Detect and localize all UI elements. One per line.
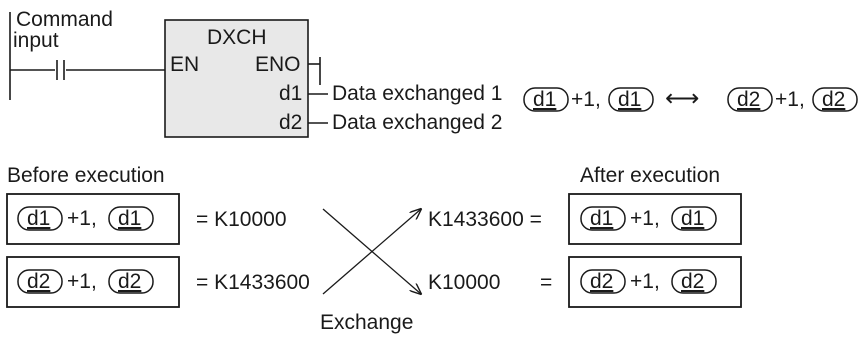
operand-pill-text: d1: [618, 88, 641, 111]
after-d2-value: K10000: [428, 271, 500, 294]
ladder-rung: Command input: [9, 8, 165, 100]
exchange-summary: d1 +1, d1 ⟷ d2 +1, d2: [523, 85, 858, 112]
operand-pill: [17, 206, 63, 231]
operand-pill-text: d1: [681, 207, 704, 230]
operand-pill-text: d2: [590, 270, 613, 293]
bidirectional-arrow: ⟷: [665, 85, 699, 112]
before-d2-value: = K1433600: [196, 271, 310, 294]
operand-pill: [812, 87, 858, 112]
operand-d2-description: Data exchanged 2: [332, 111, 502, 134]
operand-pill: [671, 206, 717, 231]
plus-one-text: +1,: [67, 207, 97, 230]
command-input-label-line1: Command: [16, 8, 113, 31]
operand-d1-label: d1: [279, 82, 302, 105]
operand-pill-text: d1: [533, 88, 556, 111]
operand-pill-text: d2: [822, 88, 845, 111]
operand-pill: [671, 269, 717, 294]
exchange-label: Exchange: [320, 311, 413, 334]
function-block-box: [164, 19, 309, 138]
operand-pill: [580, 206, 626, 231]
operand-pill: [108, 206, 154, 231]
function-name: DXCH: [207, 26, 267, 49]
exchange-arrows: Exchange: [320, 209, 421, 334]
operand-pill-text: d1: [27, 207, 50, 230]
exchange-arrow-down: [322, 208, 421, 294]
before-execution-title: Before execution: [7, 164, 165, 187]
after-d2-equals: =: [540, 271, 552, 294]
operand-pill: [608, 87, 654, 112]
command-input-label-line2: input: [13, 29, 59, 52]
plus-one-text: +1,: [630, 270, 660, 293]
after-d1-value: K1433600 =: [428, 208, 542, 231]
after-execution-section: After execution K1433600 = d1 +1, d1 K10…: [428, 164, 742, 308]
operand-pill: [727, 87, 773, 112]
plus-one-text: +1,: [67, 270, 97, 293]
operand-pill-text: d2: [681, 270, 704, 293]
operand-pill-text: d2: [27, 270, 50, 293]
operand-pill-text: d1: [590, 207, 613, 230]
before-execution-section: Before execution d1 +1, d1 = K10000 d2 +…: [6, 164, 310, 308]
plus-one-text: +1,: [571, 88, 601, 111]
after-execution-title: After execution: [580, 164, 720, 187]
operand-pill: [17, 269, 63, 294]
plus-one-text: +1,: [775, 88, 805, 111]
plus-one-text: +1,: [630, 207, 660, 230]
operand-pill-text: d2: [737, 88, 760, 111]
operand-d1-description: Data exchanged 1: [332, 82, 502, 105]
operand-pill-text: d2: [118, 270, 141, 293]
operand-pill: [523, 87, 569, 112]
en-terminal: EN: [170, 53, 199, 76]
before-d1-value: = K10000: [196, 208, 287, 231]
normally-open-contact: [56, 60, 65, 80]
dxch-function-block: DXCH EN ENO d1 d2 Data exchanged 1 Data …: [164, 19, 502, 138]
operand-d2-label: d2: [279, 111, 302, 134]
operand-pill: [108, 269, 154, 294]
operand-pill: [580, 269, 626, 294]
eno-terminal: ENO: [255, 53, 301, 76]
operand-pill-text: d1: [118, 207, 141, 230]
